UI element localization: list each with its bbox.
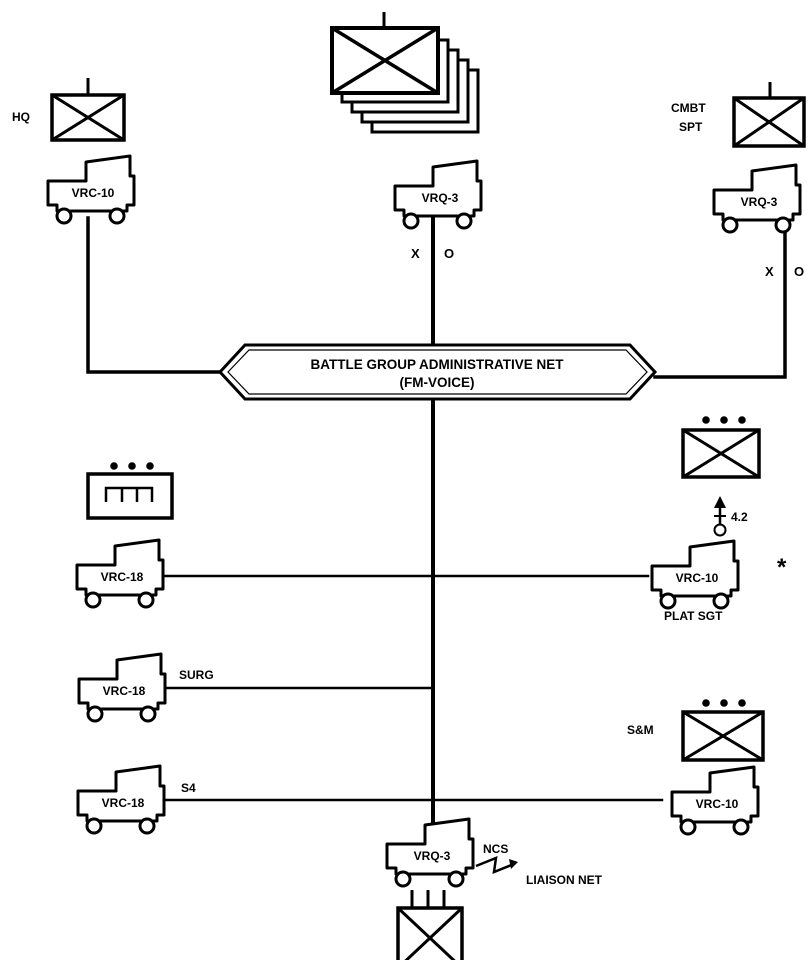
cmbt-spt-label-line1: CMBT	[671, 101, 706, 115]
net-subtitle: (FM-VOICE)	[400, 375, 475, 390]
vrc18-upper-radio-label: VRC-18	[101, 570, 144, 584]
right-x-marker: X	[765, 264, 774, 279]
plat-sgt-radio-label: VRC-10	[676, 571, 719, 585]
surg-radio-label: VRC-18	[103, 684, 146, 698]
ncs-label: NCS	[483, 842, 508, 856]
ncs-vehicle: VRQ-3	[385, 817, 475, 888]
hq-vehicle: VRC-10	[46, 154, 136, 225]
net-lines	[86, 198, 787, 830]
mortar-symbol	[713, 496, 727, 537]
hq-branch-line	[86, 216, 222, 374]
ncs-radio-label: VRQ-3	[414, 849, 451, 863]
right-o-marker: O	[794, 264, 804, 279]
net-banner-outline	[217, 343, 658, 401]
hq-unit	[50, 78, 126, 142]
hq-radio-label: VRC-10	[72, 186, 115, 200]
liaison-lightning-arrow	[475, 856, 518, 874]
cmbt-spt-branch-line	[653, 208, 787, 379]
asterisk-marker: *	[777, 554, 787, 581]
surg-vehicle: VRC-18	[77, 652, 167, 723]
mortar-caliber-label: 4.2	[731, 510, 748, 524]
battle-group-admin-net: BATTLE GROUP ADMINISTRATIVE NET (FM-VOIC…	[217, 343, 658, 401]
mortar-platoon-unit	[681, 416, 761, 479]
plat-sgt-vehicle: VRC-10	[650, 539, 740, 610]
line-companies-stack	[330, 12, 480, 134]
cmbt-spt-unit	[732, 82, 806, 148]
sm-unit	[681, 699, 765, 762]
s4-label: S4	[181, 781, 196, 795]
net-title: BATTLE GROUP ADMINISTRATIVE NET	[311, 357, 565, 372]
s4-radio-label: VRC-18	[102, 796, 145, 810]
companies-vehicle: VRQ-3	[393, 159, 483, 230]
hq-label: HQ	[12, 110, 30, 124]
s4-vehicle: VRC-18	[76, 764, 166, 835]
cmbt-spt-radio-label: VRQ-3	[741, 195, 778, 209]
sm-label: S&M	[627, 723, 654, 737]
sm-vehicle: VRC-10	[670, 765, 760, 836]
net-banner-inner	[227, 349, 648, 395]
cmbt-spt-vehicle: VRQ-3	[712, 163, 802, 234]
vrc18-upper-vehicle: VRC-18	[75, 538, 165, 609]
surg-label: SURG	[179, 668, 214, 682]
liaison-net-label: LIAISON NET	[526, 873, 603, 887]
field-train-unit	[86, 462, 174, 520]
cmbt-spt-label-line2: SPT	[679, 120, 703, 134]
companies-radio-label: VRQ-3	[422, 191, 459, 205]
bn-hq-unit	[396, 890, 464, 960]
plat-sgt-label: PLAT SGT	[664, 609, 723, 623]
sm-radio-label: VRC-10	[696, 797, 739, 811]
center-o-marker: O	[444, 246, 454, 261]
center-x-marker: X	[411, 246, 420, 261]
